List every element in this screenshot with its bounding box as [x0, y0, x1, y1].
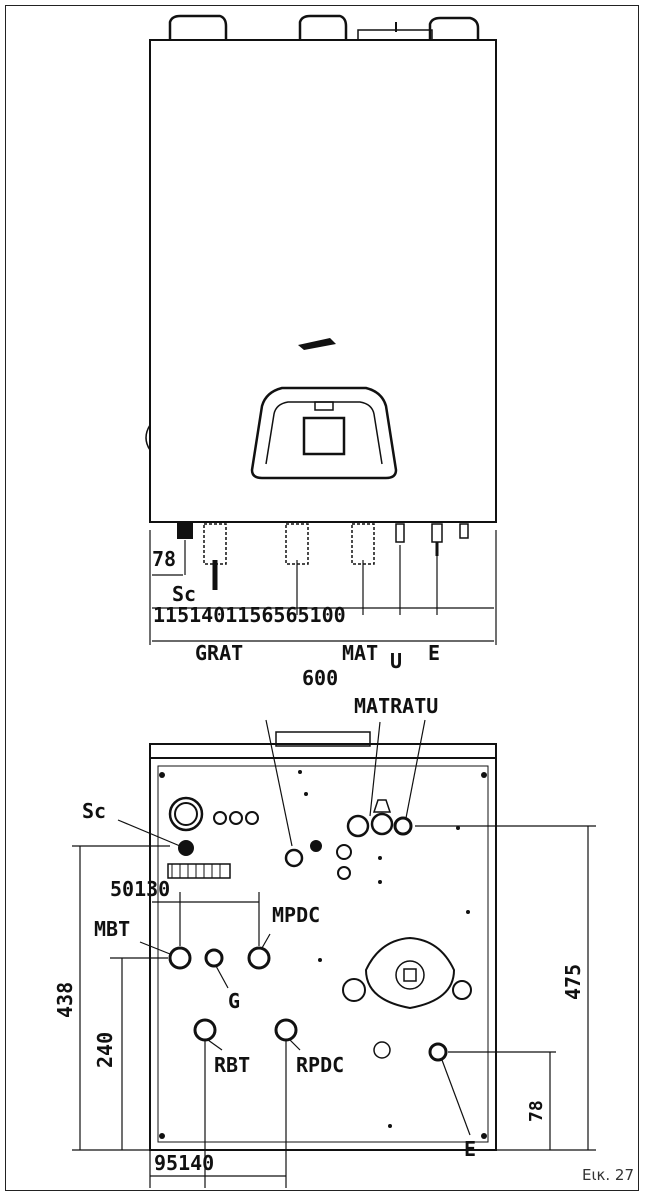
- label-e-front: E: [428, 641, 440, 665]
- dim-240: 240: [93, 1032, 117, 1068]
- label-rbt: RBT: [214, 1053, 250, 1077]
- label-rpdc: RPDC: [296, 1053, 344, 1077]
- mbt-fitting-icon: [168, 946, 192, 970]
- mpdc-fitting-icon: [247, 946, 271, 970]
- rpdc-fitting-icon: [274, 1018, 298, 1042]
- label-mpdc: MPDC: [272, 903, 320, 927]
- g-fitting-icon: [204, 948, 224, 968]
- label-matratu: MATRATU: [354, 694, 438, 718]
- display-screen-icon: [302, 416, 346, 456]
- control-panel-icon: [250, 386, 398, 480]
- rear-view: [149, 731, 497, 1151]
- figure-frame: [5, 5, 639, 1191]
- label-mat: MAT: [342, 641, 378, 665]
- figure-caption: Εικ. 27: [582, 1166, 634, 1184]
- brand-logo-icon: [298, 338, 336, 350]
- dim-78-front: 78: [152, 547, 176, 571]
- label-sc-rear: Sc: [82, 799, 106, 823]
- front-view: [145, 14, 497, 590]
- label-sc-front: Sc: [172, 582, 196, 606]
- label-g: G: [228, 989, 240, 1013]
- label-e-rear: E: [464, 1137, 476, 1161]
- boiler-rear-body: [149, 757, 497, 1151]
- boiler-front-body: [149, 39, 497, 523]
- rear-dimensions: [72, 719, 596, 1188]
- dim-475: 475: [561, 964, 585, 1000]
- e-fitting-icon: [428, 1042, 448, 1062]
- dim-95140: 95140: [154, 1151, 214, 1175]
- dim-50130: 50130: [110, 877, 170, 901]
- dim-78-rear: 78: [526, 1100, 547, 1122]
- dim-row-front: 1151401156565100: [153, 603, 346, 627]
- label-mbt: MBT: [94, 917, 130, 941]
- front-dimensions: [149, 530, 497, 645]
- label-grat: GRAT: [195, 641, 243, 665]
- label-u: U: [390, 649, 402, 673]
- dim-438: 438: [53, 982, 77, 1018]
- rbt-fitting-icon: [193, 1018, 217, 1042]
- dim-600: 600: [302, 666, 338, 690]
